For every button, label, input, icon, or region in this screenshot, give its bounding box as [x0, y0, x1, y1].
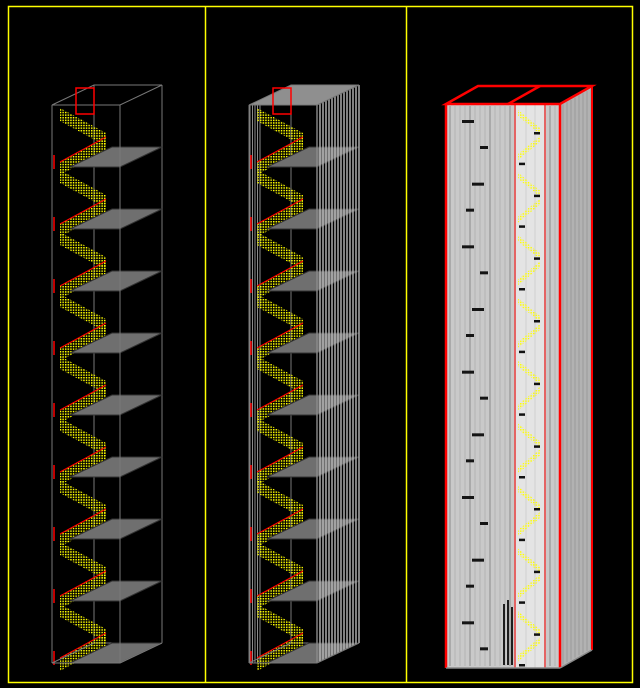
- roof-outline[interactable]: [51, 84, 163, 106]
- wall-opening-dash: [480, 396, 488, 400]
- stair-flight[interactable]: [250, 356, 304, 423]
- floor-slab[interactable]: [69, 146, 163, 168]
- stair-flight[interactable]: [53, 542, 107, 609]
- red-top-frame[interactable]: [272, 87, 292, 115]
- floor-slab[interactable]: [69, 208, 163, 230]
- floor-slab[interactable]: [69, 270, 163, 292]
- stair-flight[interactable]: [53, 108, 107, 175]
- stair-flight[interactable]: [53, 294, 107, 361]
- wall-opening-dash: [466, 584, 474, 588]
- wall-opening-dash: [462, 496, 474, 499]
- wall-opening-dash: [462, 245, 474, 249]
- viewport-enclosed-stair-tower[interactable]: [441, 84, 597, 669]
- stair-flight[interactable]: [53, 604, 107, 671]
- red-top-frame[interactable]: [75, 87, 95, 115]
- floor-slab[interactable]: [69, 332, 163, 354]
- wall-opening-dash: [480, 522, 488, 525]
- roof-outline[interactable]: [248, 84, 360, 106]
- stair-flight[interactable]: [250, 542, 304, 609]
- wall-opening-dash: [472, 182, 484, 186]
- wall-opening-dash: [480, 647, 488, 651]
- wall-opening-dash: [472, 558, 484, 562]
- stair-flight[interactable]: [250, 294, 304, 361]
- stair-flight[interactable]: [250, 108, 304, 175]
- wall-opening-dash: [480, 271, 488, 275]
- wall-opening-dash: [462, 120, 474, 123]
- viewport-frame: [7, 5, 634, 684]
- stair-flight[interactable]: [53, 418, 107, 485]
- wall-opening-dash: [472, 433, 484, 437]
- stair-flight[interactable]: [53, 480, 107, 547]
- stair-flight[interactable]: [53, 232, 107, 299]
- stair-flight[interactable]: [250, 232, 304, 299]
- stair-flight[interactable]: [250, 480, 304, 547]
- wall-opening-dash: [466, 334, 474, 337]
- floor-slab[interactable]: [69, 580, 163, 602]
- floor-slab[interactable]: [69, 456, 163, 478]
- viewport-wireframe-stair-tower[interactable]: [51, 84, 163, 671]
- stair-flight[interactable]: [53, 170, 107, 237]
- stair-flight[interactable]: [250, 170, 304, 237]
- wall-opening-dash: [462, 621, 474, 625]
- floor-slab[interactable]: [69, 394, 163, 416]
- floor-slab[interactable]: [69, 518, 163, 540]
- wall-opening-dash: [466, 459, 474, 463]
- wall-opening-dash: [472, 308, 484, 311]
- side-facade[interactable]: [560, 86, 592, 668]
- stair-flight[interactable]: [53, 356, 107, 423]
- wall-opening-dash: [466, 208, 474, 212]
- stair-flight[interactable]: [250, 418, 304, 485]
- stair-slot[interactable]: [516, 104, 544, 668]
- wall-opening-dash: [462, 370, 474, 374]
- viewport-stair-tower-side-walls[interactable]: [248, 84, 360, 671]
- wall-opening-dash: [480, 146, 488, 149]
